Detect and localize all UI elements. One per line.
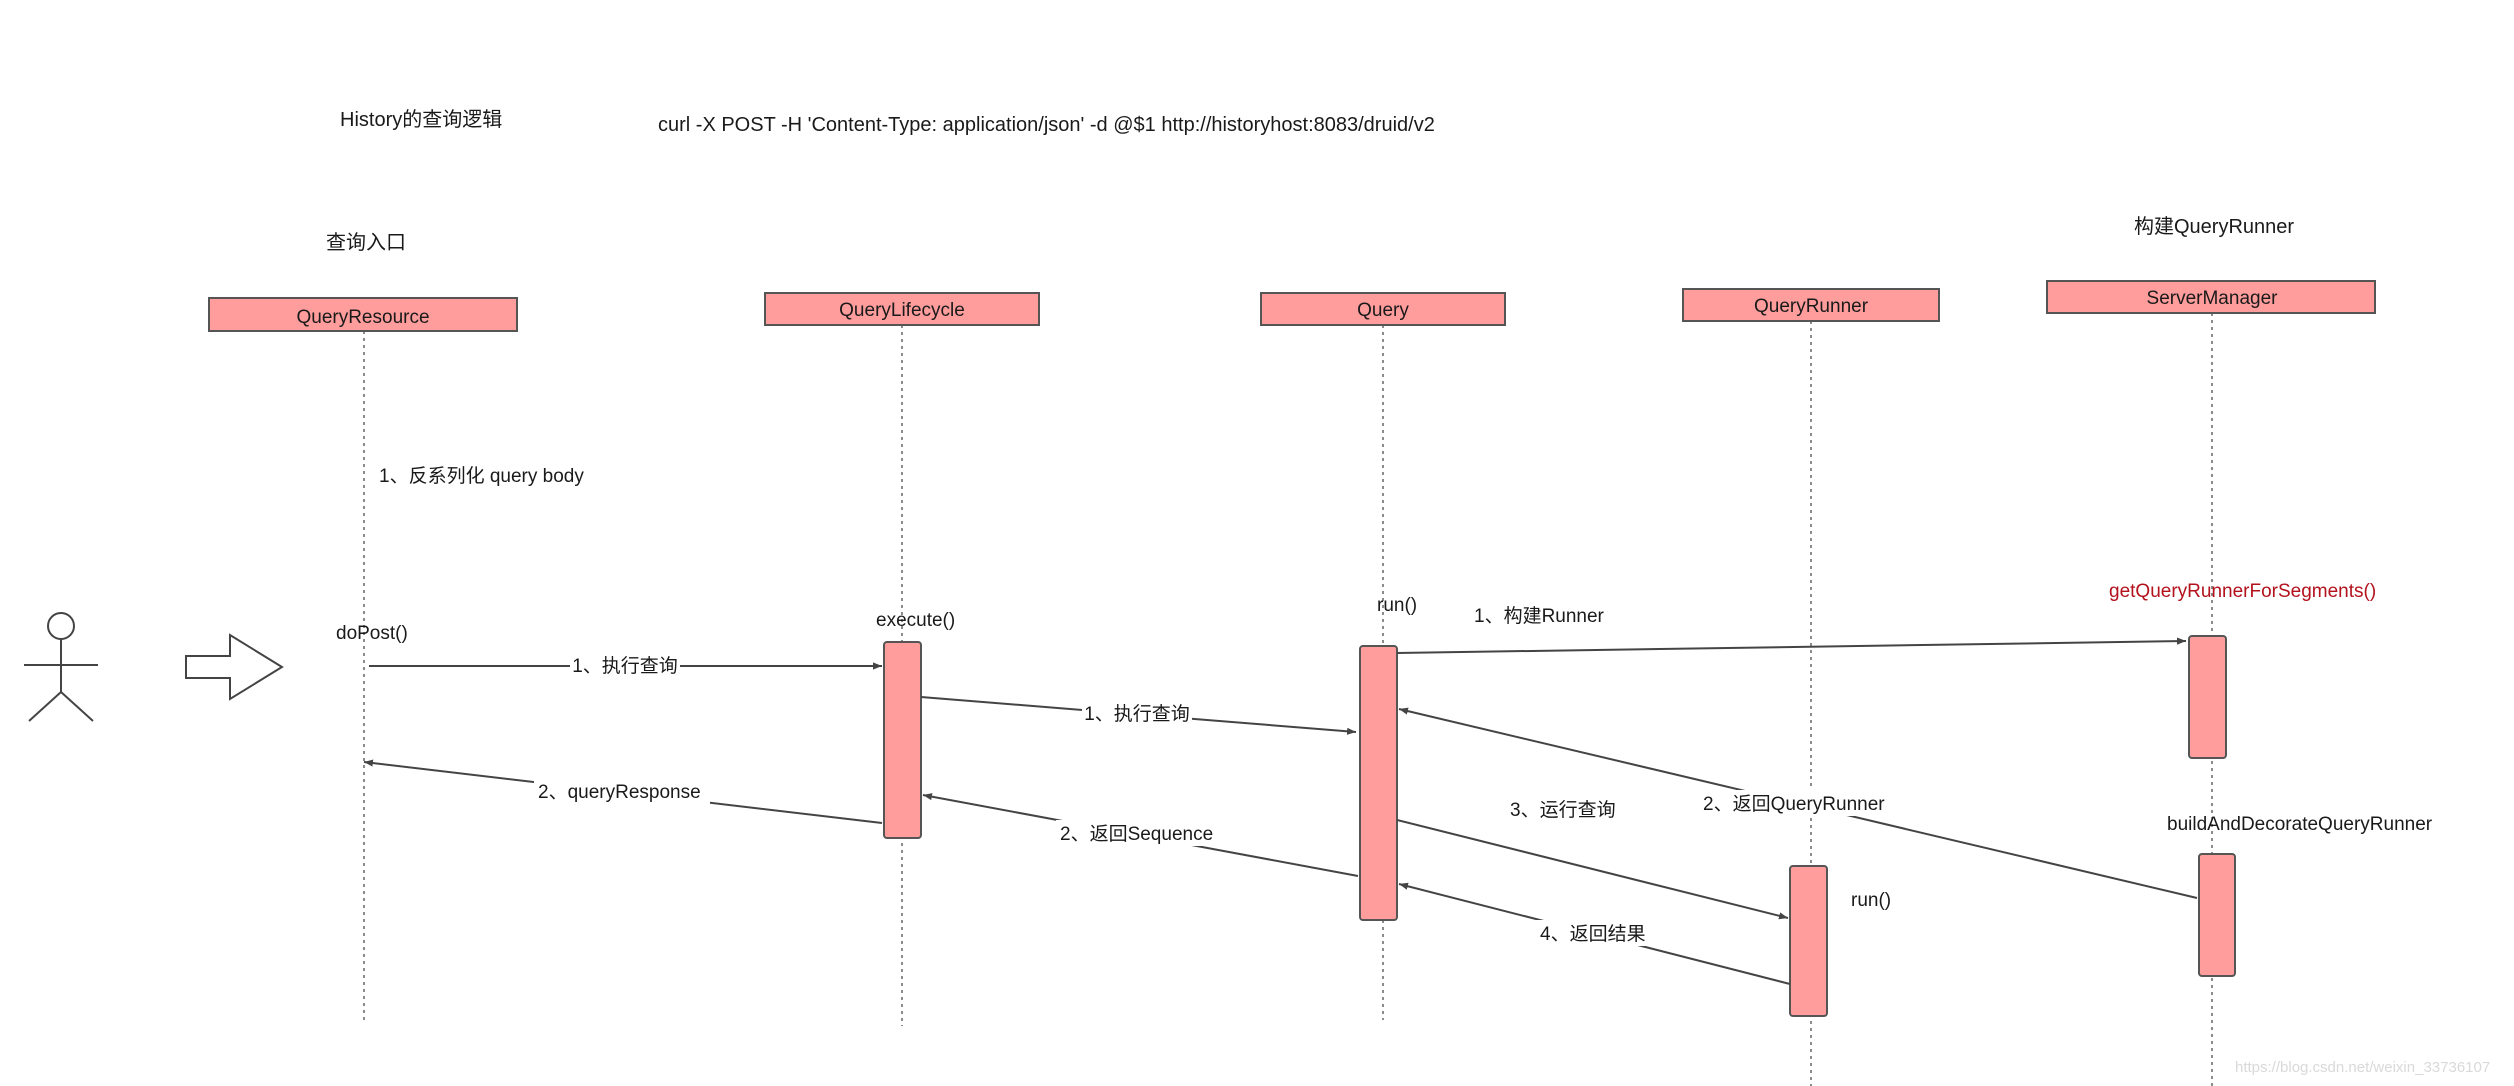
participant-server-manager: ServerManager xyxy=(2046,280,2376,314)
participant-query-resource: QueryResource xyxy=(208,297,518,332)
diagram-title: History的查询逻辑 xyxy=(340,108,502,131)
entry-note: 查询入口 xyxy=(326,231,406,254)
message-label: 1、执行查询 xyxy=(1084,703,1190,725)
watermark: https://blog.csdn.net/weixin_33736107 xyxy=(2235,1059,2490,1076)
message-return-query-runner: 2、返回QueryRunner xyxy=(1398,707,2198,899)
activation-server-manager-build xyxy=(2198,853,2236,977)
message-run-query: 3、运行查询 xyxy=(1396,799,1789,920)
message-label: 1、执行查询 xyxy=(572,655,678,677)
participant-label: QueryLifecycle xyxy=(839,300,965,321)
note-run-runner: run() xyxy=(1851,890,1891,911)
activation-query-lifecycle xyxy=(883,641,922,839)
participant-label: QueryRunner xyxy=(1754,296,1869,317)
note-execute: execute() xyxy=(876,610,955,631)
participant-query-runner: QueryRunner xyxy=(1682,288,1940,322)
message-execute-query-2: 1、执行查询 xyxy=(920,696,1357,735)
message-label: 3、运行查询 xyxy=(1510,799,1616,821)
message-label: 1、构建Runner xyxy=(1474,605,1605,627)
participant-label: ServerManager xyxy=(2147,288,2279,309)
note-do-post: doPost() xyxy=(336,623,408,644)
activation-query-runner xyxy=(1789,865,1828,1017)
note-run-query: run() xyxy=(1377,595,1417,616)
message-query-response: 2、queryResponse xyxy=(363,759,883,824)
message-label: 2、返回Sequence xyxy=(1060,823,1213,845)
curl-command: curl -X POST -H 'Content-Type: applicati… xyxy=(658,114,1435,136)
note-deserialize: 1、反系列化 query body xyxy=(379,465,584,487)
activation-server-manager-get xyxy=(2188,635,2227,759)
participant-query-lifecycle: QueryLifecycle xyxy=(764,292,1040,326)
note-build-decorate: buildAndDecorateQueryRunner xyxy=(2167,814,2433,835)
message-label: 2、queryResponse xyxy=(538,782,701,803)
participant-label: QueryResource xyxy=(296,307,429,328)
big-arrow-icon xyxy=(185,633,284,701)
activation-query xyxy=(1359,645,1398,921)
actor-figure xyxy=(24,612,98,722)
participant-query: Query xyxy=(1260,292,1506,326)
note-get-runner: getQueryRunnerForSegments() xyxy=(2109,581,2376,602)
message-build-runner: 1、构建Runner xyxy=(1396,605,2187,654)
message-return-sequence: 2、返回Sequence xyxy=(922,793,1359,877)
message-return-result: 4、返回结果 xyxy=(1398,882,1791,985)
server-note: 构建QueryRunner xyxy=(2134,215,2294,238)
message-label: 2、返回QueryRunner xyxy=(1703,793,1885,815)
message-label: 4、返回结果 xyxy=(1540,923,1646,945)
participant-label: Query xyxy=(1357,300,1409,321)
message-execute-query-1: 1、执行查询 xyxy=(369,652,882,678)
